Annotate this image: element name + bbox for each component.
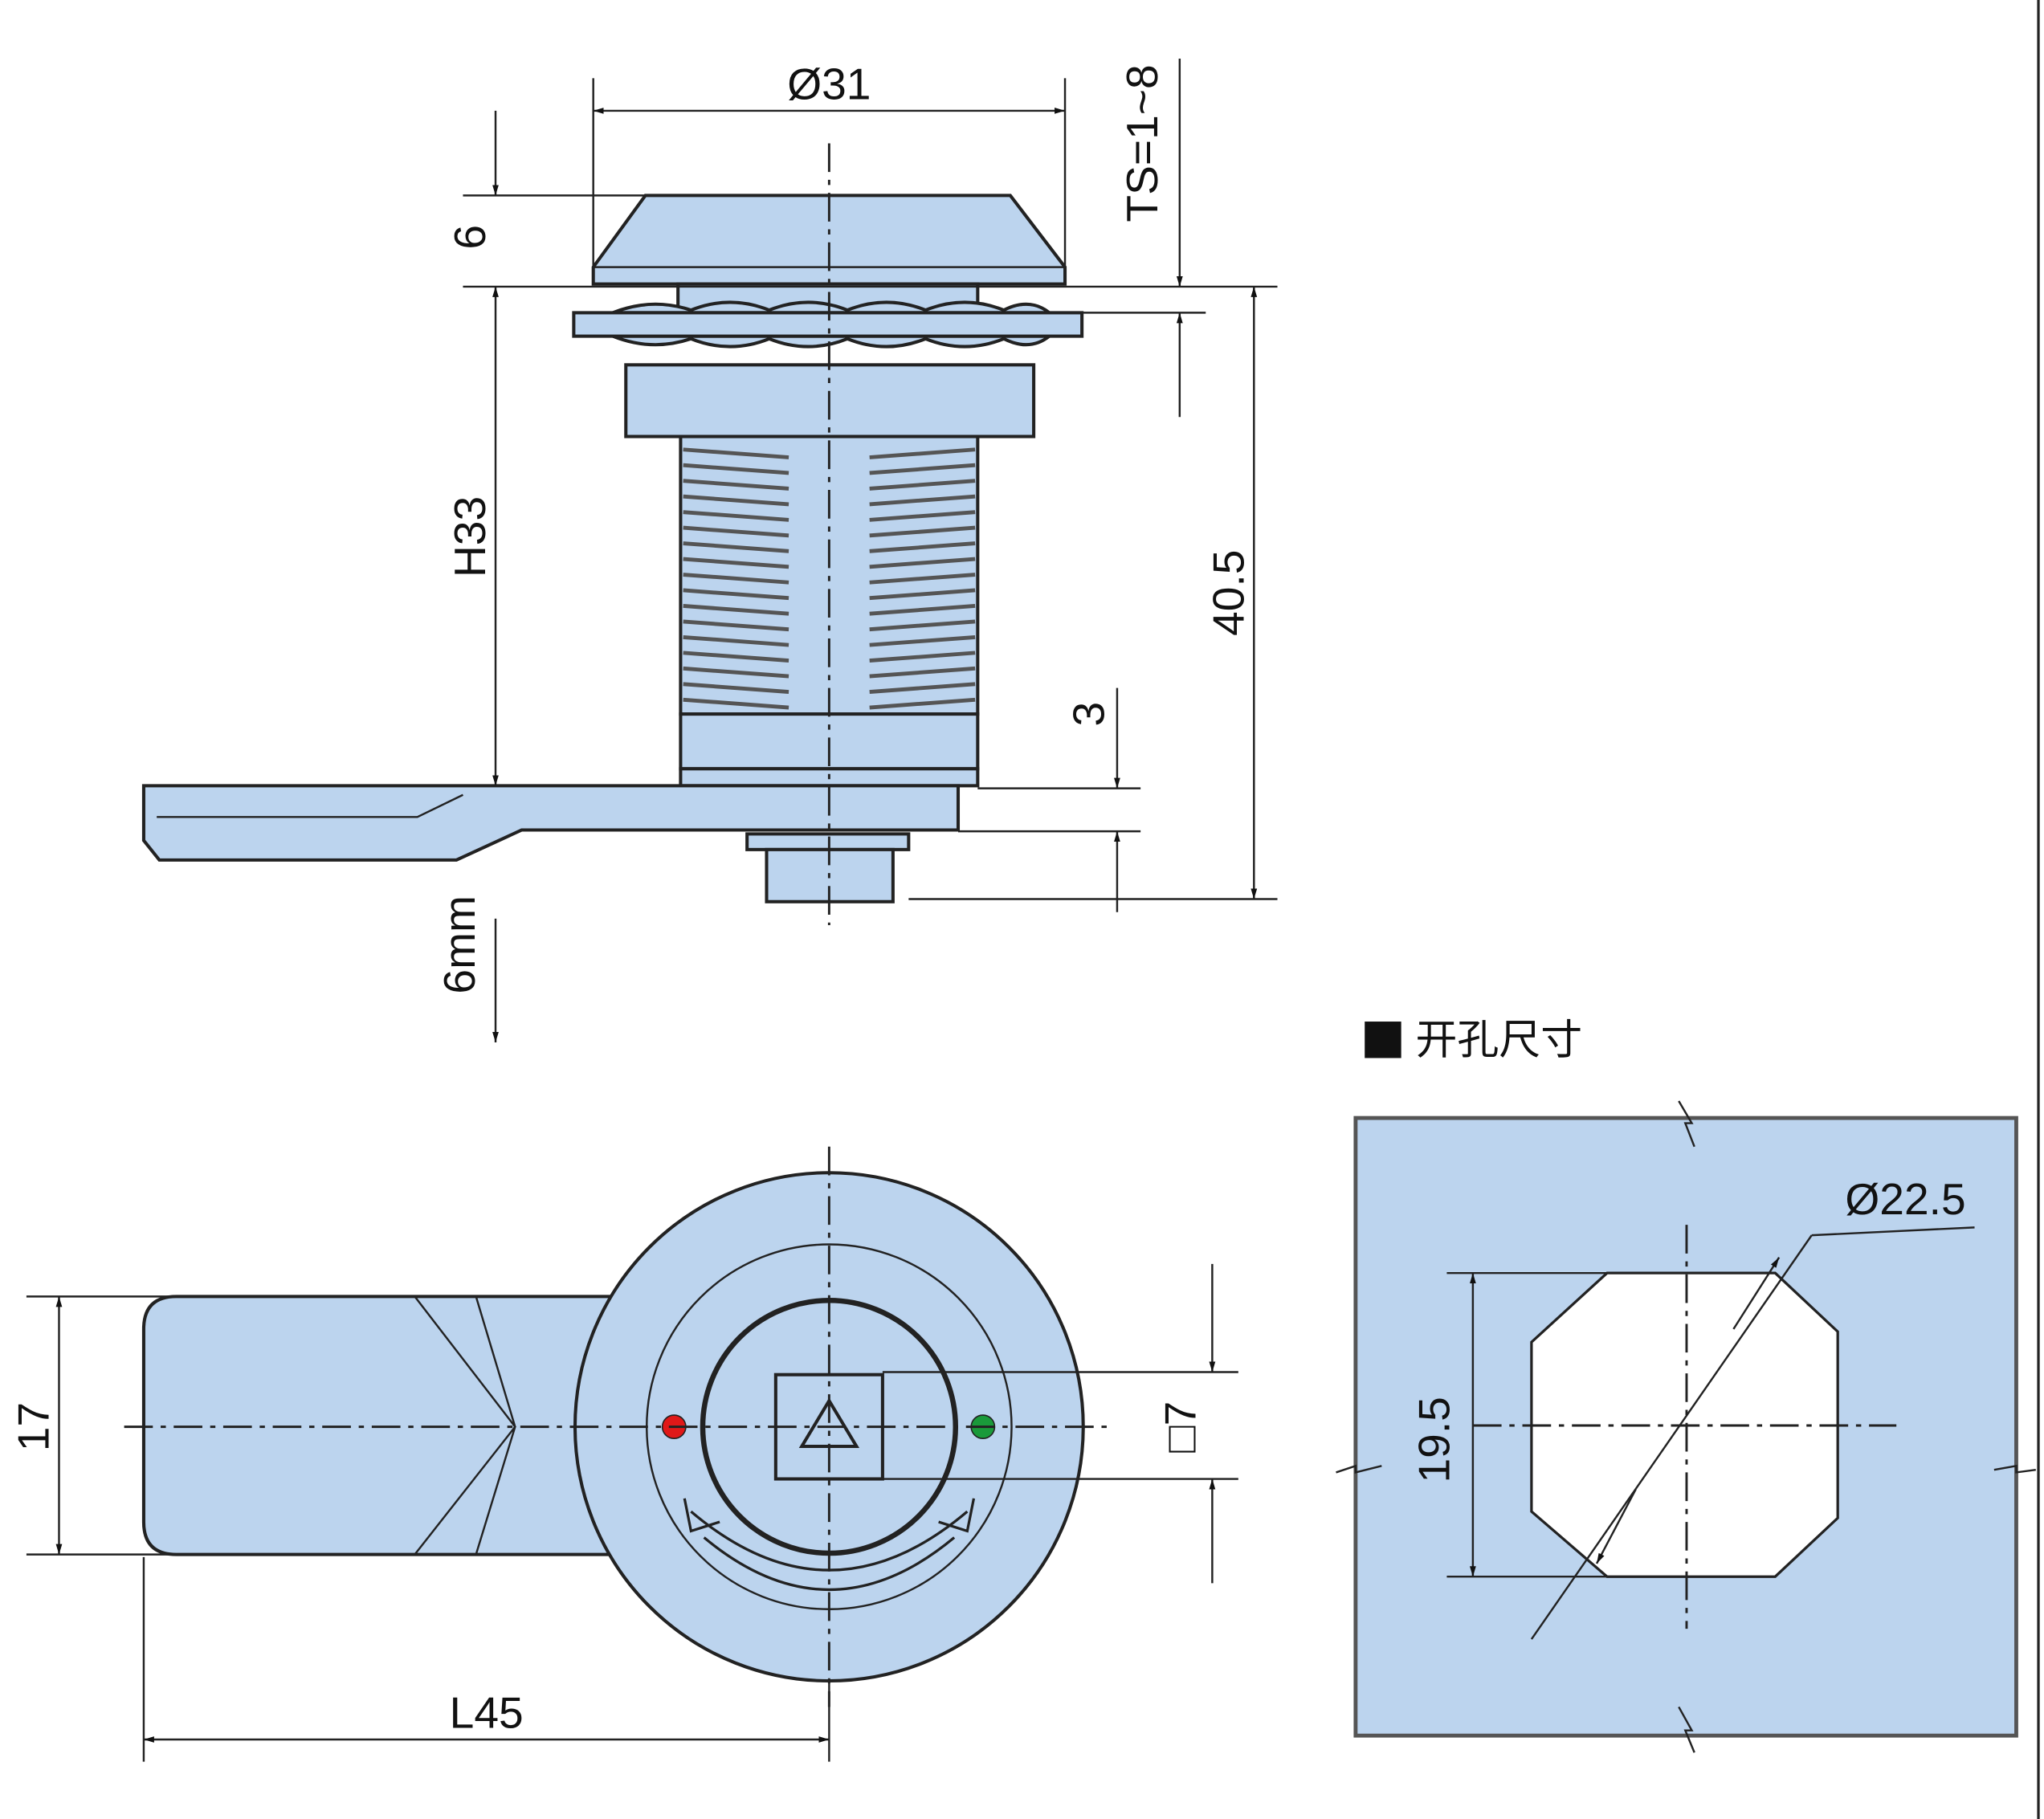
front-view: 17 L45 □7 [8, 1146, 1238, 1762]
thread-line [683, 697, 976, 710]
thread-line [683, 541, 976, 553]
cutout-view: 开孔尺寸 Ø22.5 19.5 [1336, 1017, 2036, 1753]
dim-height: H33 [445, 496, 495, 577]
thread-line [683, 634, 976, 647]
thread-line [683, 666, 976, 679]
thread-line [683, 510, 976, 522]
cutout-heading: 开孔尺寸 [1415, 1017, 1582, 1065]
panel-plate [572, 311, 1084, 338]
thread-line [683, 525, 976, 538]
thread-line [683, 588, 976, 601]
dim-cam-thickness: 3 [1064, 702, 1114, 727]
thread-line [683, 557, 976, 569]
cam-arm [141, 1295, 615, 1556]
dim-diameter: Ø31 [787, 59, 871, 108]
dim-width: 17 [8, 1402, 58, 1451]
dim-square: □7 [1155, 1401, 1205, 1453]
thread-line [683, 619, 976, 632]
dim-cutout-flat: 19.5 [1410, 1397, 1459, 1483]
thread-line [683, 604, 976, 616]
thread-line [683, 573, 976, 585]
thread-line [683, 651, 976, 663]
thread-line [683, 479, 976, 491]
thread-line [683, 463, 976, 475]
bottom-nut [745, 832, 911, 851]
dim-total: 40.5 [1203, 550, 1253, 636]
thread-line [683, 682, 976, 694]
threads [683, 447, 976, 710]
cam-side [141, 784, 961, 862]
heading-square-icon [1365, 1022, 1401, 1058]
dim-length: L45 [450, 1687, 524, 1737]
thread-line [683, 494, 976, 507]
thread-line [683, 447, 976, 459]
dim-thickness: TS=1~8 [1117, 64, 1167, 222]
dim-cutout-diameter: Ø22.5 [1845, 1174, 1965, 1224]
dim-cam-offset: 6mm [435, 895, 484, 994]
break-marks [1336, 1100, 2036, 1753]
panel [1353, 1115, 2018, 1738]
dim-cap-height: 6 [445, 225, 495, 250]
side-view: Ø31 6 TS=1~8 H33 40.5 3 6mm [141, 59, 1278, 1042]
